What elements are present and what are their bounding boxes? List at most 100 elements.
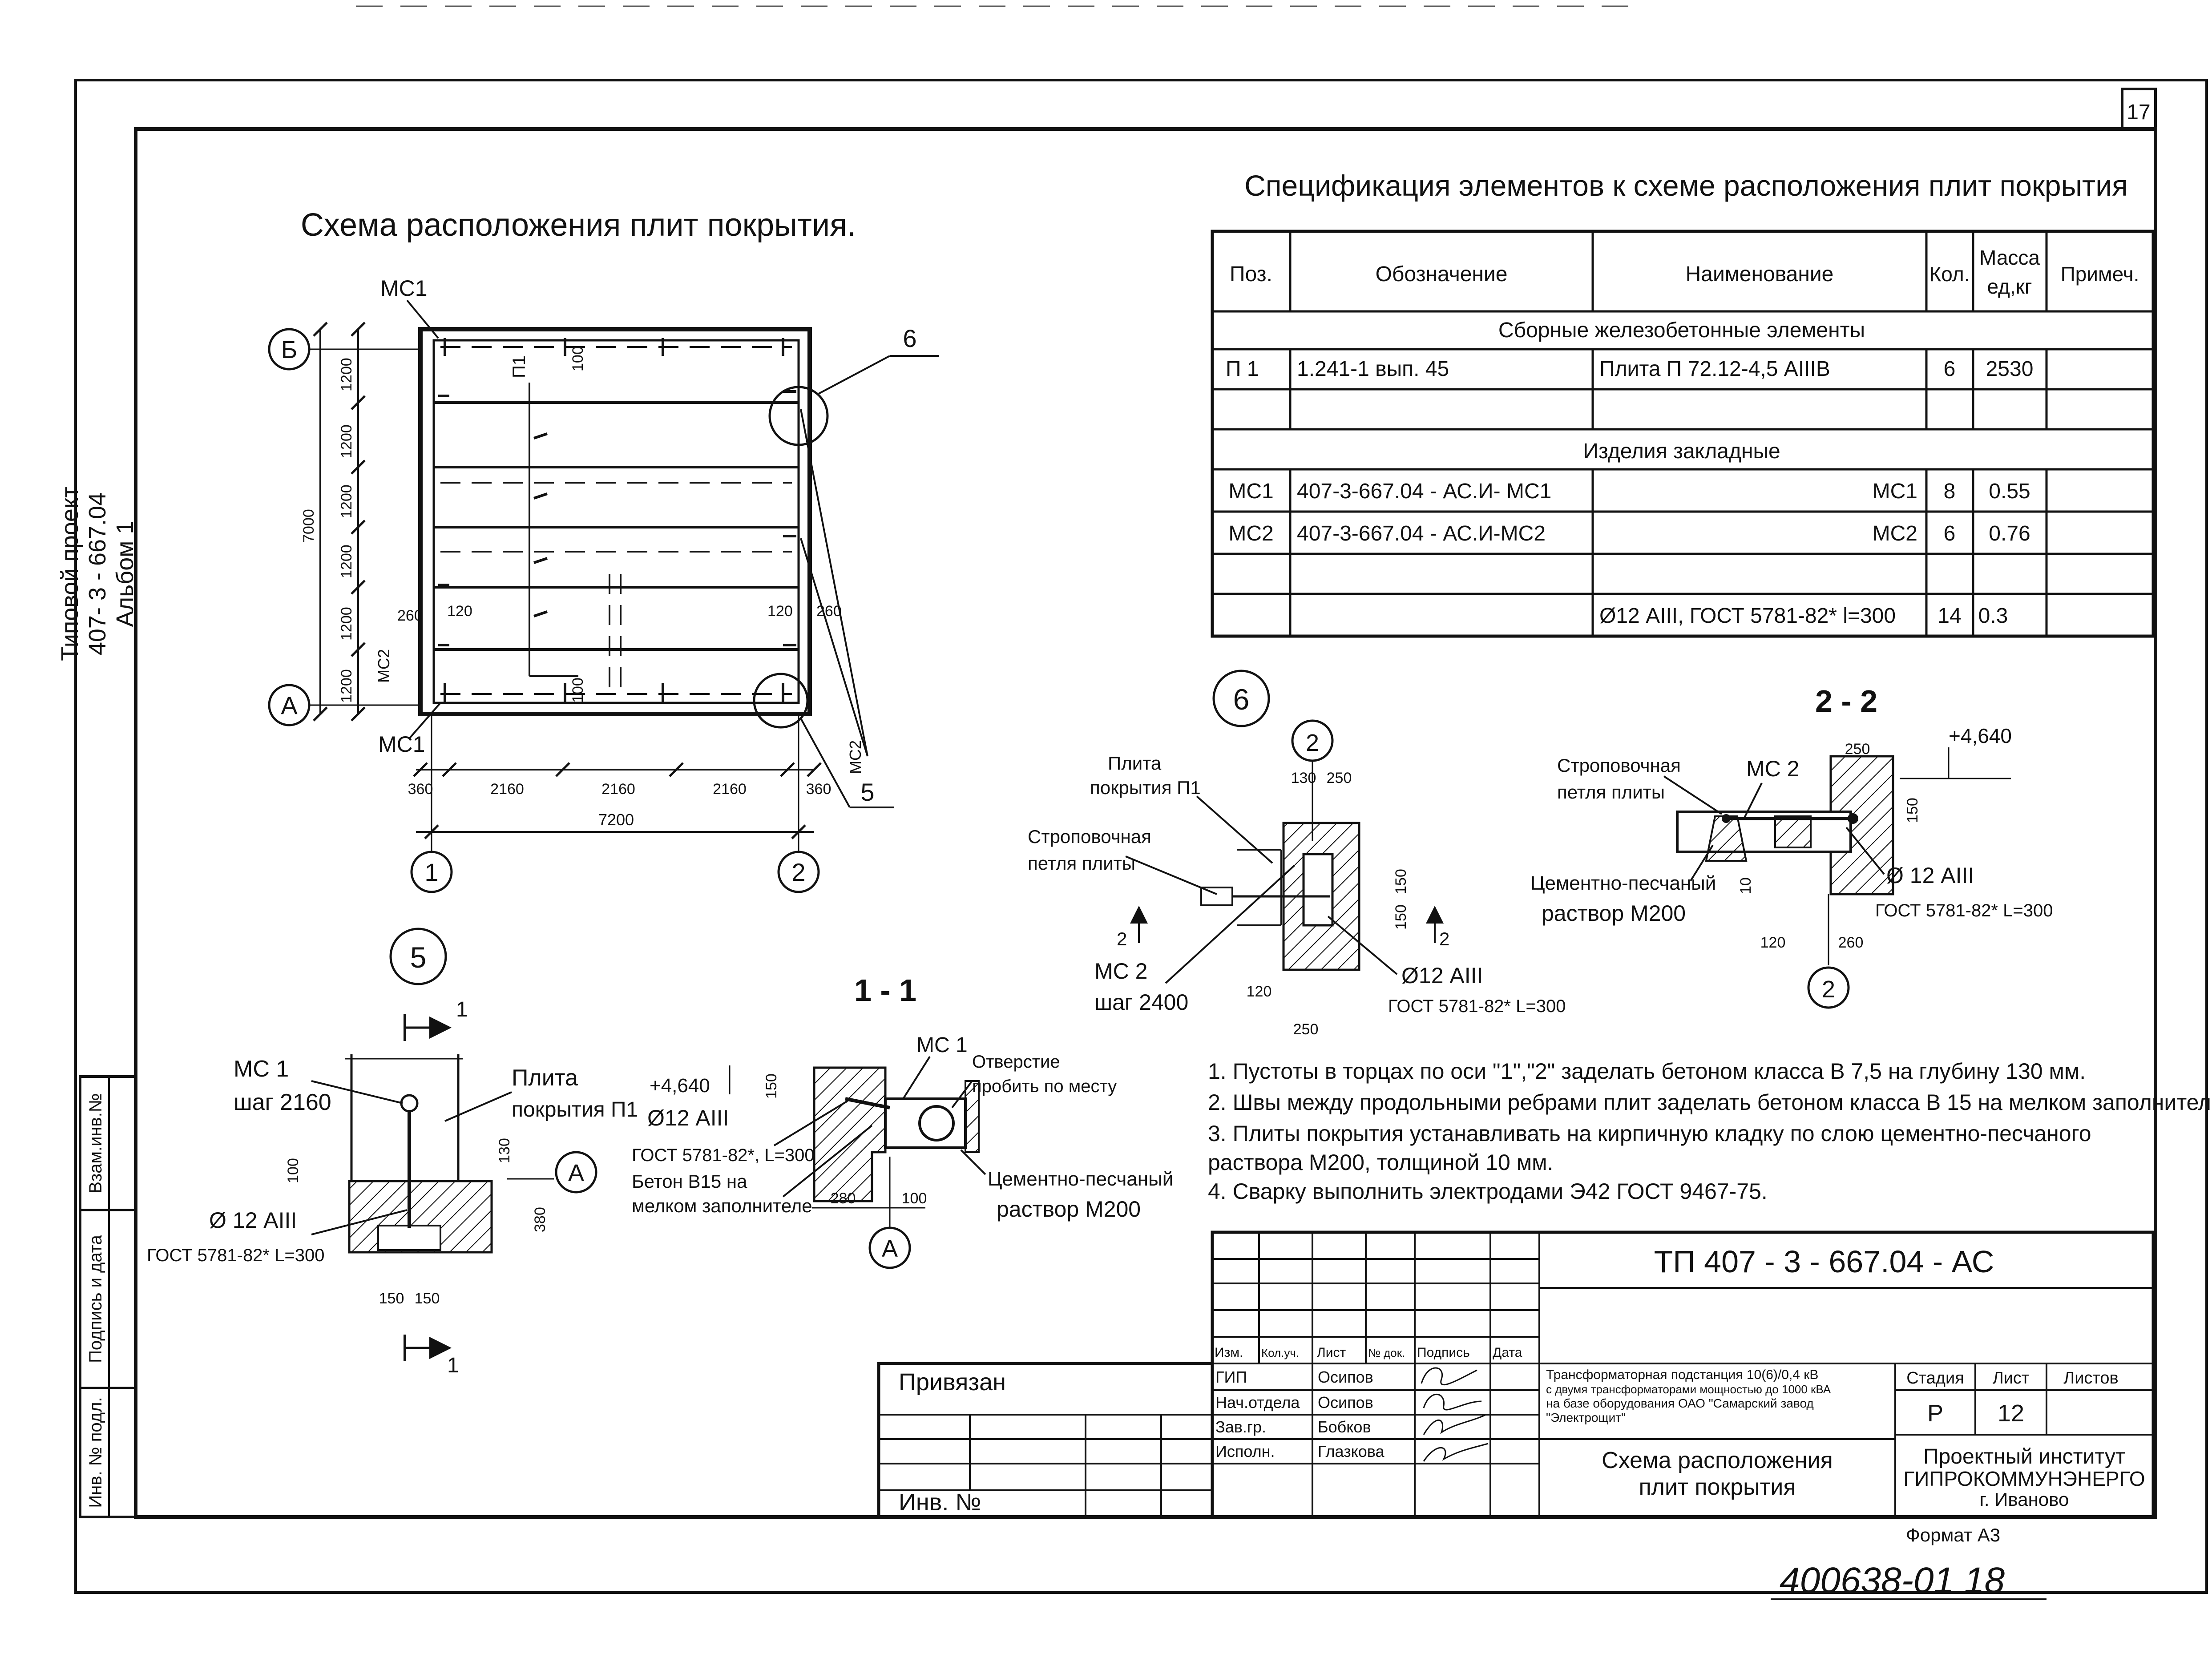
svg-text:Взам.инв.№: Взам.инв.№ bbox=[86, 1093, 105, 1194]
axis-2: 2 bbox=[791, 858, 805, 886]
svg-text:100: 100 bbox=[569, 678, 586, 703]
svg-text:г. Иваново: г. Иваново bbox=[1980, 1489, 2069, 1510]
svg-text:А: А bbox=[568, 1160, 584, 1186]
svg-text:шаг 2160: шаг 2160 bbox=[234, 1089, 331, 1115]
section-2-2: 2 - 2 Строповочная петля плиты МС 2 +4,6… bbox=[1530, 684, 2053, 1009]
svg-text:покрытия П1: покрытия П1 bbox=[512, 1098, 638, 1121]
svg-text:ед,кг: ед,кг bbox=[1987, 275, 2032, 298]
svg-text:ГИП: ГИП bbox=[1215, 1368, 1247, 1386]
svg-text:Ø12 АIII: Ø12 АIII bbox=[1401, 963, 1483, 988]
svg-text:2: 2 bbox=[1306, 730, 1319, 756]
svg-text:1200: 1200 bbox=[338, 607, 355, 641]
svg-text:МС1: МС1 bbox=[378, 732, 425, 757]
svg-text:Глазкова: Глазкова bbox=[1318, 1442, 1385, 1460]
svg-text:на базе оборудования ОАО "Сама: на базе оборудования ОАО "Самарский заво… bbox=[1546, 1396, 1814, 1410]
svg-text:407-3-667.04 - АС.И-МС2: 407-3-667.04 - АС.И-МС2 bbox=[1297, 522, 1546, 545]
svg-text:2160: 2160 bbox=[601, 781, 635, 798]
svg-text:П1: П1 bbox=[509, 355, 529, 378]
svg-text:Привязан: Привязан bbox=[899, 1369, 1006, 1396]
svg-text:Трансформаторная подстанция 10: Трансформаторная подстанция 10(6)/0,4 кВ bbox=[1546, 1367, 1818, 1382]
svg-text:Примеч.: Примеч. bbox=[2061, 262, 2139, 286]
svg-text:ГОСТ 5781-82* L=300: ГОСТ 5781-82* L=300 bbox=[1388, 996, 1566, 1016]
svg-text:1: 1 bbox=[456, 998, 468, 1021]
svg-text:Зав.гр.: Зав.гр. bbox=[1215, 1418, 1266, 1436]
svg-text:Строповочная: Строповочная bbox=[1557, 755, 1681, 776]
svg-text:250: 250 bbox=[1293, 1021, 1319, 1038]
svg-text:120: 120 bbox=[1247, 983, 1272, 1000]
svg-text:260: 260 bbox=[1838, 934, 1864, 951]
svg-text:Ø 12 АIII: Ø 12 АIII bbox=[1886, 863, 1974, 888]
svg-text:280: 280 bbox=[831, 1190, 856, 1207]
svg-text:150: 150 bbox=[415, 1290, 440, 1307]
svg-text:0.76: 0.76 bbox=[1989, 522, 2030, 545]
svg-text:1200: 1200 bbox=[338, 669, 355, 703]
svg-text:1200: 1200 bbox=[338, 484, 355, 518]
sheet-number: 17 bbox=[2127, 101, 2150, 124]
svg-text:260: 260 bbox=[397, 607, 423, 624]
mc1-label: МС1 bbox=[380, 276, 428, 301]
side-stamp: Типовой проект 407- 3 - 667.04 Альбом 1 bbox=[57, 487, 138, 661]
node-5: 5 1 1 МС 1 шаг 2160 Плита покрытия П1 Ø … bbox=[147, 928, 638, 1377]
svg-text:раствор М200: раствор М200 bbox=[1542, 901, 1686, 926]
svg-text:МС1: МС1 bbox=[1873, 480, 1917, 503]
svg-text:П 1: П 1 bbox=[1226, 357, 1259, 381]
svg-text:Плита: Плита bbox=[1108, 753, 1162, 774]
svg-text:2160: 2160 bbox=[713, 781, 747, 798]
svg-text:МС 2: МС 2 bbox=[1094, 959, 1147, 984]
svg-text:МС1: МС1 bbox=[1228, 480, 1273, 503]
roof-plan: Схема расположения плит покрытия. bbox=[268, 207, 939, 893]
left-strip: Взам.инв.№ Подпись и дата Инв. № подл. bbox=[79, 1075, 137, 1518]
svg-text:ГОСТ 5781-82*, L=300: ГОСТ 5781-82*, L=300 bbox=[632, 1146, 815, 1165]
svg-text:Ø12 АIII: Ø12 АIII bbox=[647, 1105, 729, 1130]
svg-text:360: 360 bbox=[408, 781, 433, 798]
svg-text:Альбом 1: Альбом 1 bbox=[112, 521, 138, 627]
svg-text:Обозначение: Обозначение bbox=[1376, 262, 1508, 286]
svg-text:покрытия П1: покрытия П1 bbox=[1090, 777, 1201, 798]
svg-text:МС2: МС2 bbox=[375, 649, 393, 683]
svg-text:120: 120 bbox=[767, 603, 793, 620]
axis-b: Б bbox=[281, 335, 298, 363]
callout-6: 6 bbox=[903, 324, 916, 352]
svg-text:с двумя трансформаторами мощно: с двумя трансформаторами мощностью до 10… bbox=[1546, 1383, 1831, 1396]
svg-text:раствор М200: раствор М200 bbox=[997, 1197, 1141, 1222]
svg-text:Р: Р bbox=[1927, 1400, 1943, 1427]
svg-text:Изделия закладные: Изделия закладные bbox=[1583, 440, 1780, 463]
svg-text:МС 2: МС 2 bbox=[1746, 756, 1799, 781]
svg-text:Бобков: Бобков bbox=[1318, 1418, 1371, 1436]
svg-text:1.241-1 вып. 45: 1.241-1 вып. 45 bbox=[1297, 357, 1449, 381]
svg-text:Осипов: Осипов bbox=[1318, 1393, 1373, 1412]
svg-text:Цементно-песчаный: Цементно-песчаный bbox=[988, 1168, 1173, 1190]
svg-text:Осипов: Осипов bbox=[1318, 1368, 1373, 1386]
signatures bbox=[1421, 1367, 1489, 1462]
svg-text:1: 1 bbox=[447, 1354, 459, 1377]
svg-text:Плита: Плита bbox=[512, 1065, 578, 1091]
spec-title: Спецификация элементов к схеме расположе… bbox=[1244, 169, 2128, 202]
svg-text:150: 150 bbox=[1904, 798, 1921, 823]
svg-text:0.55: 0.55 bbox=[1989, 480, 2030, 503]
svg-text:МС2: МС2 bbox=[1873, 522, 1917, 545]
svg-text:150: 150 bbox=[763, 1073, 780, 1099]
svg-text:Формат А3: Формат А3 bbox=[1906, 1525, 2000, 1545]
svg-text:2: 2 bbox=[1822, 976, 1835, 1003]
title-block: ТП 407 - 3 - 667.04 - АС Изм. Кол.уч. Ли… bbox=[1211, 1230, 2155, 1545]
svg-text:14: 14 bbox=[1938, 604, 1961, 628]
node-6: 6 2 Плита покрытия П1 Строповочная петля… bbox=[1028, 670, 1566, 1038]
svg-text:7200: 7200 bbox=[598, 811, 634, 829]
svg-text:мелком заполнителе: мелком заполнителе bbox=[632, 1195, 812, 1216]
axis-a: А bbox=[281, 691, 298, 719]
svg-text:6: 6 bbox=[1944, 357, 1956, 381]
svg-text:1200: 1200 bbox=[338, 424, 355, 458]
svg-text:Лист: Лист bbox=[1993, 1369, 2030, 1388]
svg-text:100: 100 bbox=[569, 346, 586, 371]
svg-text:Подпись: Подпись bbox=[1417, 1345, 1470, 1360]
svg-text:Плита П 72.12-4,5 АIIIВ: Плита П 72.12-4,5 АIIIВ bbox=[1599, 357, 1830, 381]
svg-text:407-3-667.04 - АС.И- МС1: 407-3-667.04 - АС.И- МС1 bbox=[1297, 480, 1551, 503]
svg-text:120: 120 bbox=[447, 603, 472, 620]
svg-text:150: 150 bbox=[1393, 869, 1409, 894]
svg-text:6: 6 bbox=[1944, 522, 1956, 545]
svg-text:100: 100 bbox=[902, 1190, 927, 1207]
svg-text:7000: 7000 bbox=[300, 509, 317, 543]
svg-text:Изм.: Изм. bbox=[1215, 1345, 1243, 1360]
svg-text:+4,640: +4,640 bbox=[650, 1075, 710, 1097]
